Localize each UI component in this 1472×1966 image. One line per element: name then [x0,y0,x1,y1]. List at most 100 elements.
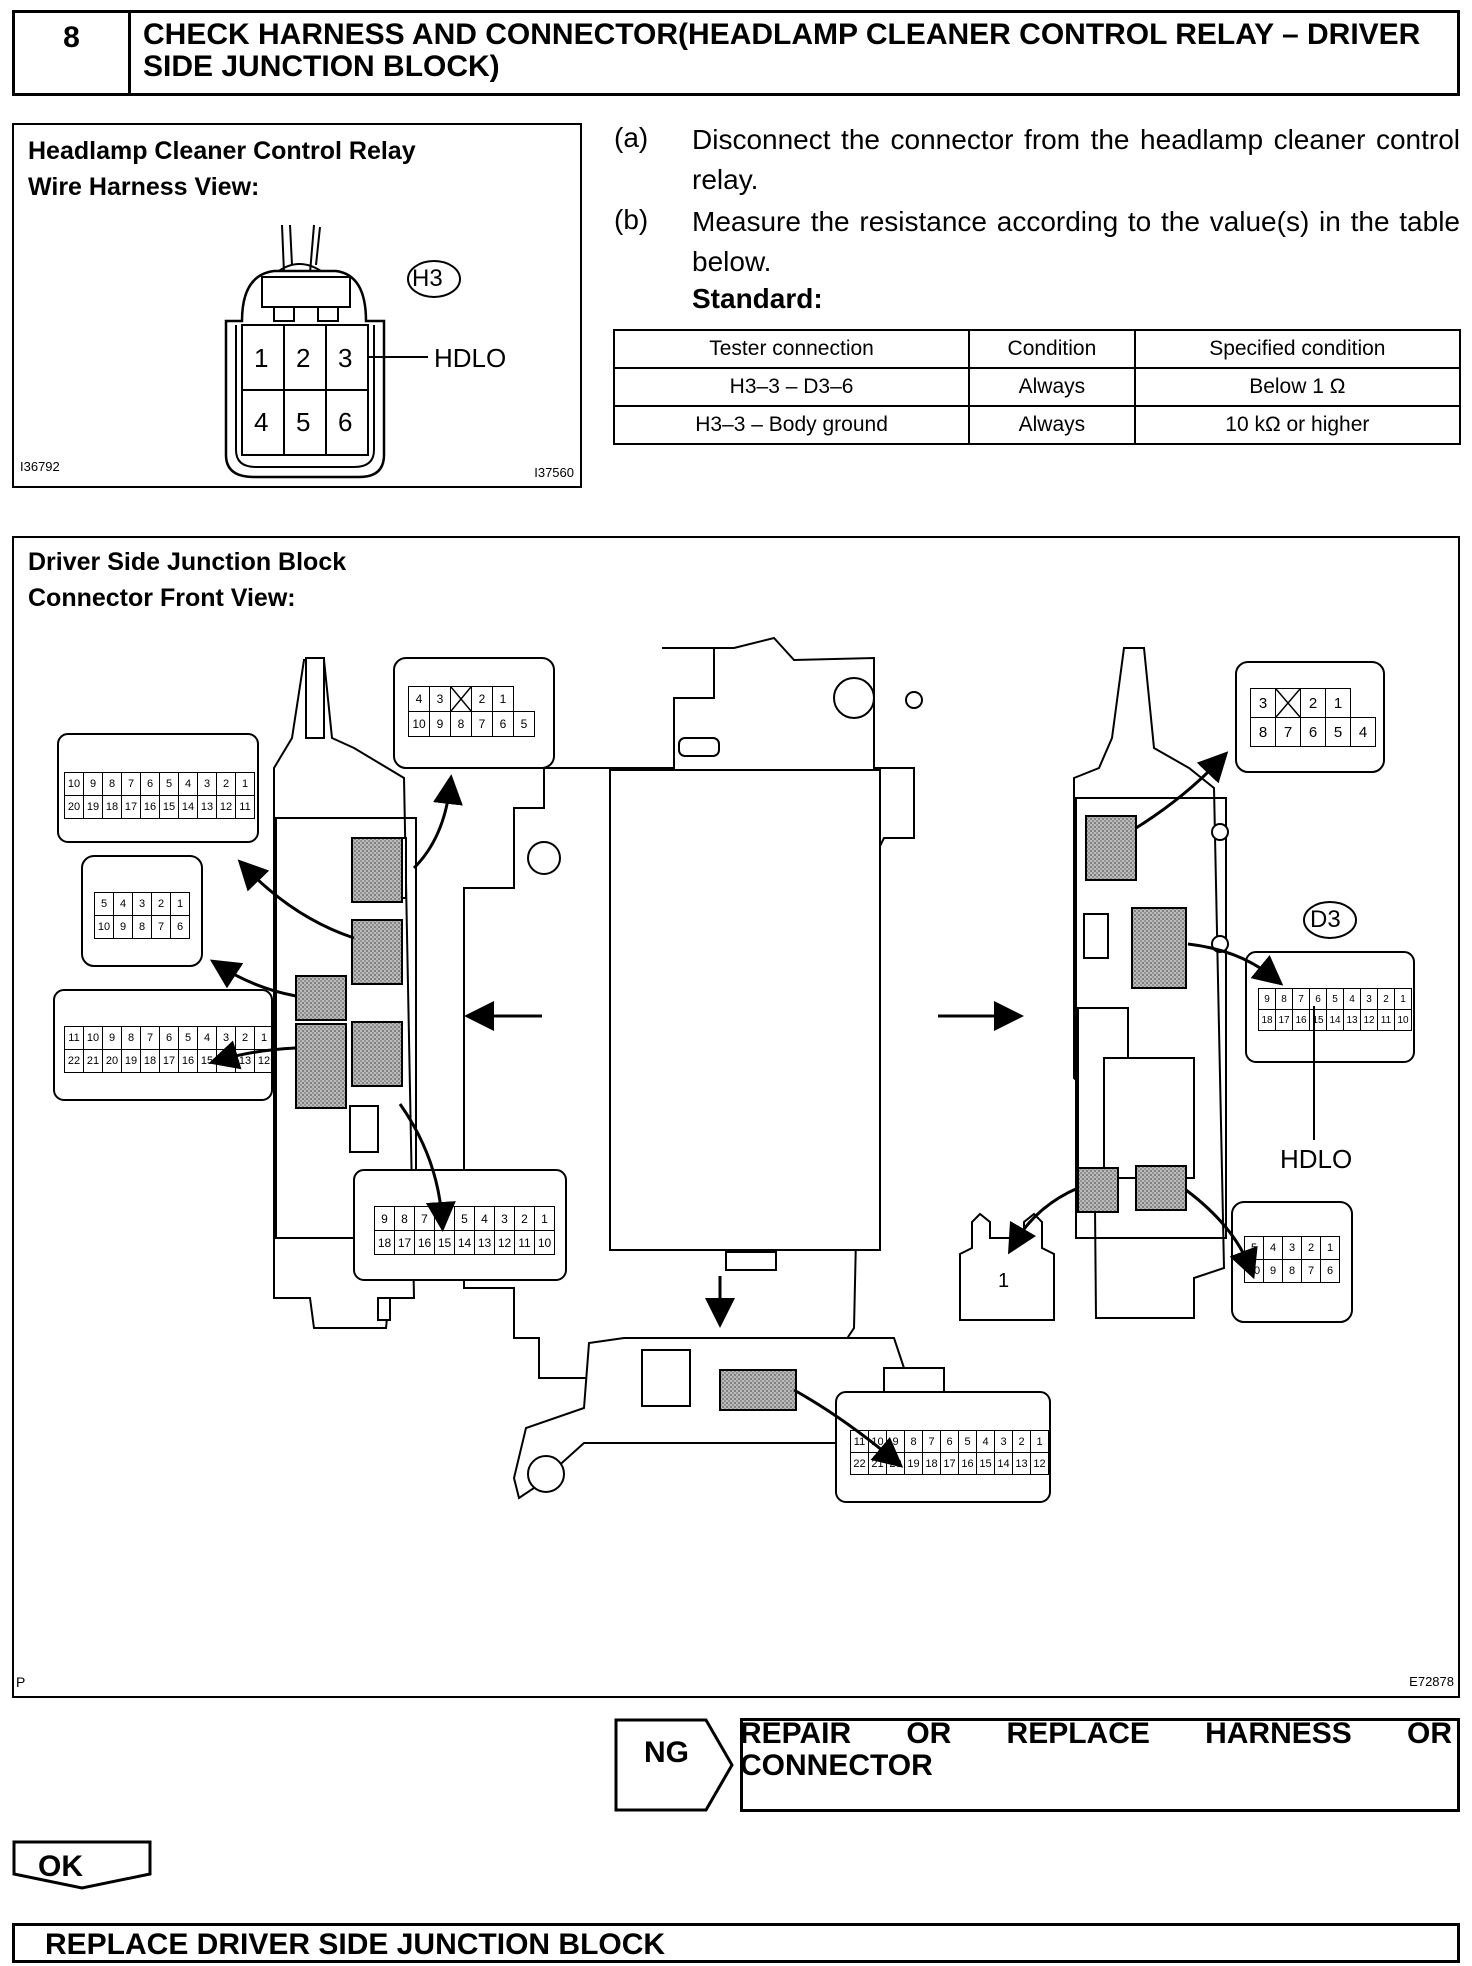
relay-figure-id-left: I36792 [20,459,60,474]
table-row: H3–3 – D3–6 Always Below 1 Ω [612,367,1462,407]
pin-number: 1 [1030,1430,1049,1453]
pin-number: 21 [83,1049,103,1073]
pin-number: 13 [197,795,217,819]
pin-number: 8 [121,1026,141,1050]
pin-number: 16 [1292,1009,1310,1031]
pin-number: 4 [1263,1236,1283,1260]
pin-number: 7 [414,1206,435,1231]
pin-number: 18 [374,1230,395,1255]
pin-number: 10 [408,711,430,737]
pin-number: 4 [408,686,430,712]
pin-number: 5 [958,1430,977,1453]
pin-number: 8 [1282,1259,1302,1283]
pin-number: 3 [494,1206,515,1231]
pin-number: 15 [1309,1009,1327,1031]
relay-pin-2: 2 [296,343,311,373]
pin-number: 7 [1301,1259,1321,1283]
pin-number: 11 [514,1230,535,1255]
pin-number: 22 [64,1049,84,1073]
standard-label: Standard: [692,283,823,314]
pin-number: 5 [1326,988,1344,1010]
pin-number: 9 [102,1026,122,1050]
table-cell: Below 1 Ω [1133,367,1462,407]
table-row: H3–3 – Body ground Always 10 kΩ or highe… [612,405,1462,445]
pin-number: 12 [1030,1452,1049,1475]
pin-number: 2 [151,892,171,916]
pin-number: 6 [1309,988,1327,1010]
pin-number: 3 [216,1026,236,1050]
pin-number: 7 [121,772,141,796]
junction-figure-id: E72878 [1409,1674,1454,1689]
table-header-row: Tester connection Condition Specified co… [612,329,1462,369]
step-number: 8 [15,13,131,93]
pin-number: 12 [494,1230,515,1255]
pin-number: 1 [1394,988,1412,1010]
single-pin-label: 1 [998,1270,1010,1292]
junction-block-diagram [53,636,1415,1503]
pin-number: 20 [886,1452,905,1475]
pin-number: 13 [474,1230,495,1255]
table-cell: Always [968,367,1136,407]
pin-number: 9 [429,711,451,737]
pin-number: 7 [140,1026,160,1050]
junction-block-panel: Driver Side Junction Block Connector Fro… [12,536,1460,1698]
junction-pin-label-hdlo: HDLO [1280,1144,1353,1174]
pin-number: 17 [940,1452,959,1475]
pin-number: 7 [151,915,171,939]
pin-number: 18 [102,795,122,819]
pin-number: 17 [159,1049,179,1073]
pin-number: 11 [235,795,255,819]
table-cell: 10 kΩ or higher [1133,405,1462,445]
ng-label: NG [644,1736,689,1769]
pin-number: 15 [159,795,179,819]
relay-pin-label-hdlo: HDLO [434,343,507,373]
pin-number: 2 [1300,688,1326,718]
pin-number: 1 [534,1206,555,1231]
pin-number: 9 [886,1430,905,1453]
pin-number: 1 [1325,688,1351,718]
pin-number: 12 [254,1049,274,1073]
pin-number: 4 [178,772,198,796]
relay-connector-diagram [224,224,461,479]
pin-number: 4 [197,1026,217,1050]
pin-number: 18 [1258,1009,1276,1031]
relay-figure-id-right: I37560 [534,465,574,480]
final-action-text: REPLACE DRIVER SIDE JUNCTION BLOCK [45,1928,666,1961]
pin-number: 11 [850,1430,869,1453]
pin-number: 2 [216,772,236,796]
pin-number: 14 [216,1049,236,1073]
pin-number: 5 [1325,717,1351,747]
pin-number: 8 [102,772,122,796]
pin-number: 4 [113,892,133,916]
ok-box [12,1840,152,1890]
ng-action-box [740,1718,1460,1812]
junction-panel-subtitle: Connector Front View: [28,584,296,612]
instruction-b-text: Measure the resistance according to the … [692,206,1460,277]
pin-number: 14 [994,1452,1013,1475]
table-header: Tester connection [612,329,971,369]
pin-number: 19 [83,795,103,819]
pin-number: 8 [450,711,472,737]
pin-number: 8 [904,1430,923,1453]
pin-number: 15 [434,1230,455,1255]
pin-number: 16 [140,795,160,819]
pin-number: 6 [170,915,190,939]
pin-number: 14 [1326,1009,1344,1031]
table-header: Condition [968,329,1136,369]
